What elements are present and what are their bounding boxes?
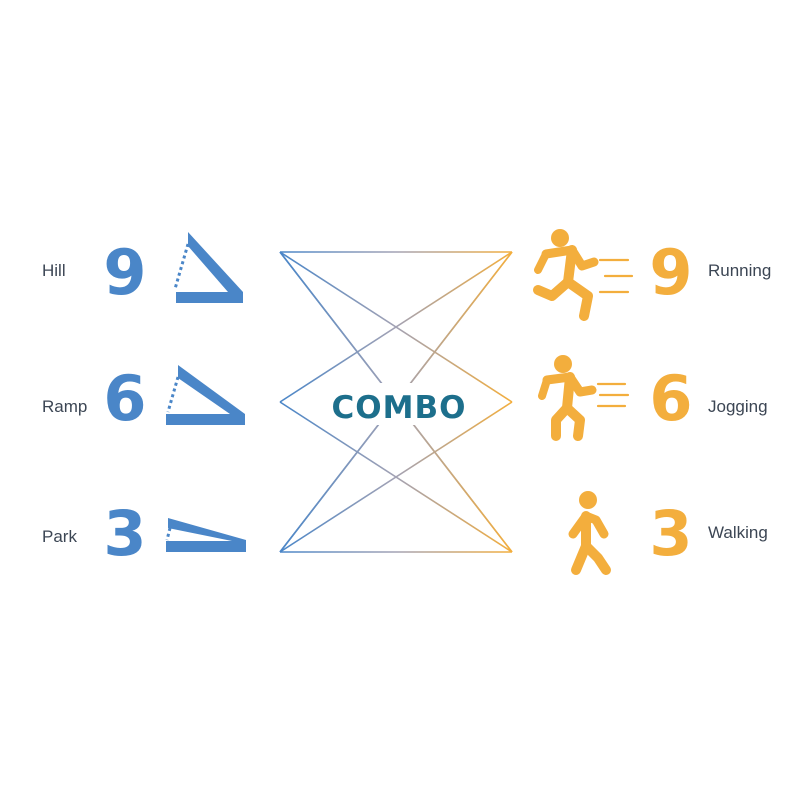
right-row-number: 9 [649,236,692,309]
connector-line [279,401,397,553]
left-row-number: 9 [103,236,146,309]
left-row-label: Hill [42,261,66,280]
running-person-icon [533,229,599,321]
medium-incline-icon [166,365,245,425]
connector-line [395,251,513,403]
speed-lines-icon [596,382,630,408]
steep-incline-icon [173,232,243,303]
left-row-label: Park [42,527,77,546]
connector-line [395,401,513,553]
left-row-number: 6 [103,362,146,435]
left-row-label: Ramp [42,397,87,416]
jogging-person-icon [538,355,597,441]
right-row-number: 6 [649,362,692,435]
right-row-label: Running [708,261,771,280]
center-label-backdrop [326,383,472,425]
right-row-walking: 3 Walking [568,491,768,575]
left-row-number: 3 [103,497,146,570]
connector-line [279,401,513,553]
right-row-running: 9 Running [533,229,771,321]
left-row-hill: Hill 9 [42,232,243,309]
low-incline-icon [165,518,246,552]
left-row-park: Park 3 [42,497,246,570]
right-row-label: Walking [708,523,768,542]
walking-person-icon [568,491,611,575]
speed-lines-icon [598,258,634,294]
connector-line [279,251,397,403]
left-row-ramp: Ramp 6 [42,362,245,435]
right-row-jogging: 6 Jogging [538,355,768,441]
center-title: COMBO [332,390,467,426]
connector-line [279,251,513,403]
connector-lines [279,251,513,553]
right-row-label: Jogging [708,397,768,416]
right-row-number: 3 [649,497,692,570]
